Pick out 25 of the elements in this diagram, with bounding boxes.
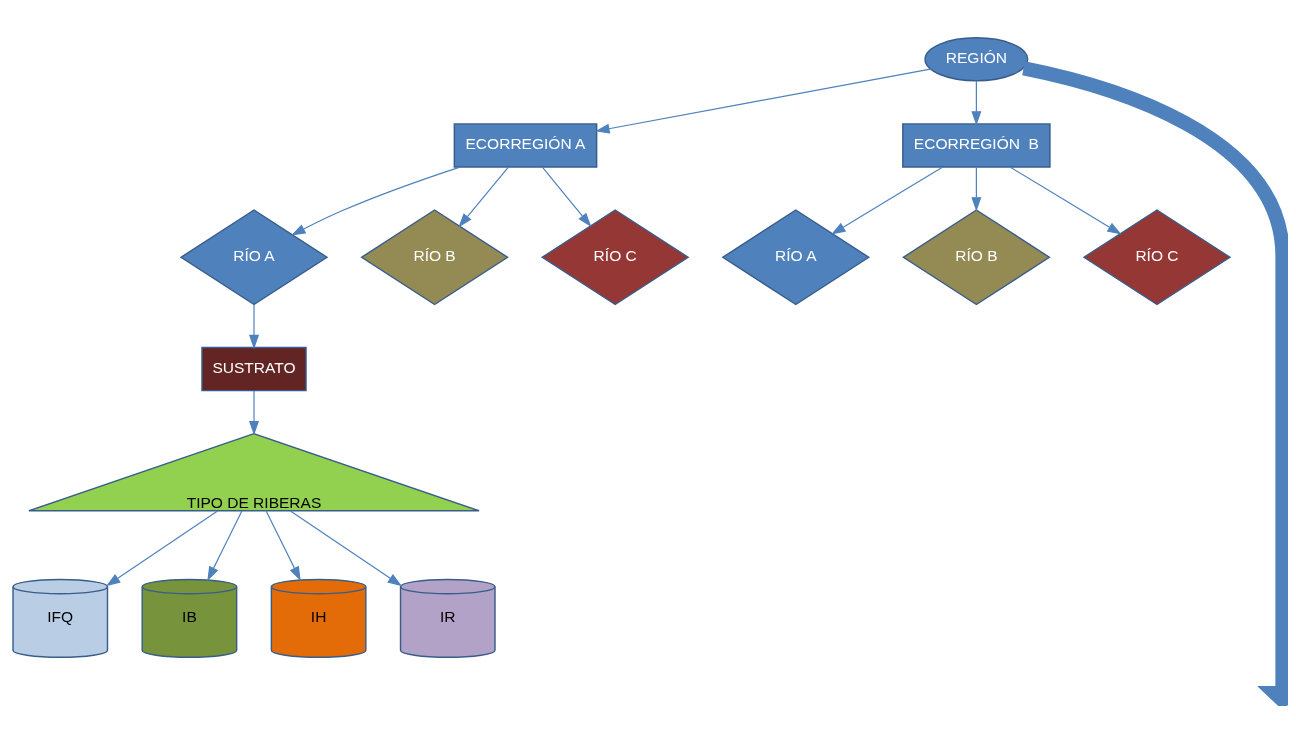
node-diamond: RÍO C <box>1082 208 1232 305</box>
node-ellipse: REGIÓN <box>924 36 1029 82</box>
node-diamond: RÍO A <box>179 208 329 305</box>
arrow <box>248 390 260 435</box>
node-diamond: RÍO B <box>360 208 509 305</box>
node-diamond: RÍO B <box>902 208 1051 305</box>
node-diamond: RÍO C <box>540 208 690 305</box>
arrow <box>831 166 943 235</box>
node-box: SUSTRATO <box>201 346 307 391</box>
arrow <box>291 165 461 235</box>
node-box: ECORREGIÓN A <box>453 122 598 168</box>
arrow <box>971 166 982 212</box>
arrow <box>265 509 301 581</box>
arrow <box>541 166 592 227</box>
arrow <box>289 509 402 586</box>
arrow <box>207 509 243 581</box>
arrow <box>595 67 931 134</box>
arrow <box>106 509 219 586</box>
node-box: ECORREGIÓN B <box>902 122 1051 168</box>
arrow <box>971 80 982 126</box>
arrow <box>248 303 260 349</box>
arrow <box>1022 60 1288 706</box>
node-diamond: RÍO A <box>721 208 871 305</box>
arrow <box>458 166 509 227</box>
arrow <box>1009 166 1122 235</box>
